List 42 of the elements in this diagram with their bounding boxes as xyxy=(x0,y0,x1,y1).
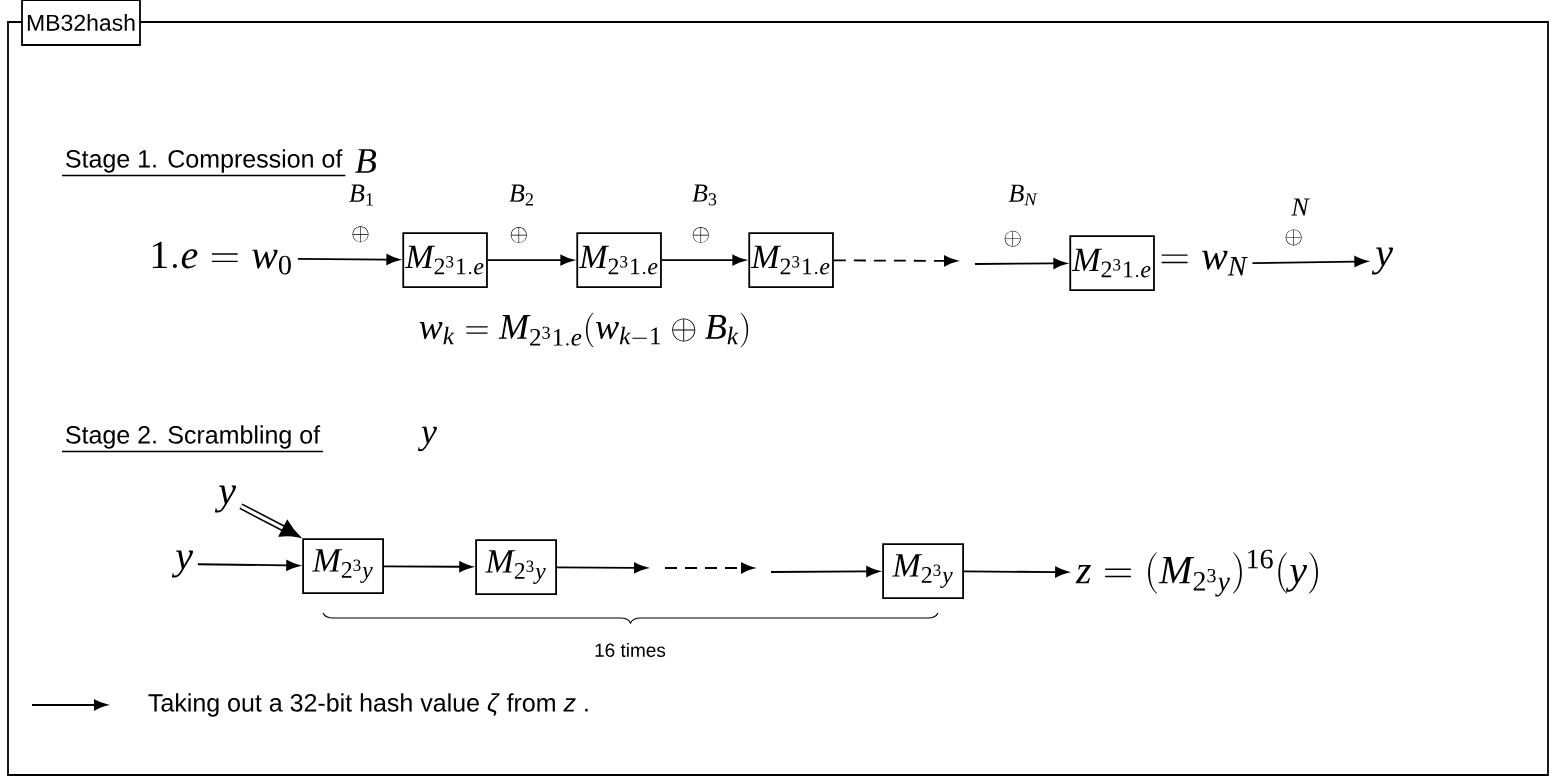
section-heading: Stage 1. Compression of xyxy=(61,149,346,177)
arrow xyxy=(486,254,574,266)
double-arrow xyxy=(239,503,301,538)
arrow xyxy=(197,560,300,571)
arrow xyxy=(1251,256,1368,267)
formula-text: $B_N$ xyxy=(1008,184,1038,206)
process-box: $M_{2^{3}1.e}$ xyxy=(576,232,662,288)
process-box: $M_{2^{3}y}$ xyxy=(475,539,557,595)
edge-label: $\oplus$ xyxy=(1282,227,1305,248)
legend-text: Taking out a 32-bit hash value ζ from z . xyxy=(148,693,588,717)
formula-text: $N$ xyxy=(1291,198,1310,216)
arrow xyxy=(770,566,880,577)
process-box: $M_{2^{3}1.e}$ xyxy=(1069,235,1155,291)
arrow xyxy=(296,254,400,265)
edge-label: $\oplus$ xyxy=(507,225,531,246)
edge-label: $\oplus$ xyxy=(349,224,372,245)
arrow xyxy=(963,566,1069,578)
process-box: $M_{2^{3}y}$ xyxy=(882,543,964,599)
process-box: $M_{2^{3}1.e}$ xyxy=(748,232,834,288)
process-box: $M_{2^{3}1.e}$ xyxy=(402,232,488,288)
arrow xyxy=(383,561,473,573)
formula-text: $y$ xyxy=(171,550,193,578)
formula-text: $y$ xyxy=(1371,247,1393,275)
arrow xyxy=(974,258,1067,269)
formula-text: $w_k = M_{2^{3}1.e}(w_{k-1} \oplus B_k)$ xyxy=(419,312,749,348)
formula-text: $B_3$ xyxy=(692,184,717,206)
formula-text: $y$ xyxy=(417,426,437,452)
formula-text: $B_1$ xyxy=(349,184,373,206)
formula-text: $y$ xyxy=(214,485,236,513)
process-box: $M_{2^{3}y}$ xyxy=(302,538,384,594)
section-heading: Stage 2. Scrambling of xyxy=(61,425,324,453)
formula-text: $1.e = w_0$ xyxy=(152,241,291,275)
brace-label: 16 times xyxy=(595,643,666,657)
formula-text: $B_2$ xyxy=(509,184,533,206)
edge-label: $\oplus$ xyxy=(689,225,713,246)
dashed-arrow xyxy=(832,255,958,267)
edge-label: $\oplus$ xyxy=(1001,228,1025,249)
arrow xyxy=(556,562,648,574)
formula-text: $z = (M_{2^{3}y})^{16}(y)$ xyxy=(1075,549,1318,597)
arrow xyxy=(660,254,746,266)
formula-text: $= w_N$ xyxy=(1161,250,1248,276)
formula-text: $B$ xyxy=(355,149,377,173)
